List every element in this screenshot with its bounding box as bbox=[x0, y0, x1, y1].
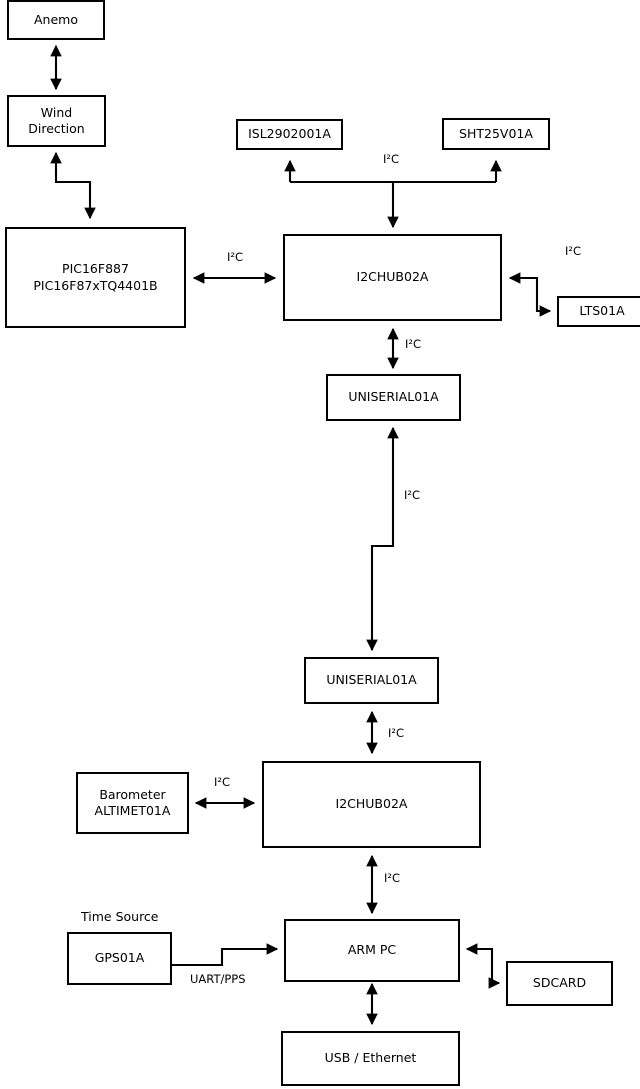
node-gps01a[interactable]: GPS01A bbox=[67, 932, 172, 985]
connector-gps-armpc bbox=[172, 943, 279, 967]
connector-hubtop-lts bbox=[508, 272, 552, 317]
label-i2c-hub-lts: I²C bbox=[565, 244, 582, 258]
node-sdcard[interactable]: SDCARD bbox=[506, 961, 613, 1006]
node-lts01a[interactable]: LTS01A bbox=[557, 296, 640, 327]
node-arm-pc[interactable]: ARM PC bbox=[284, 919, 460, 982]
node-i2chub02a-top[interactable]: I2CHUB02A bbox=[283, 234, 502, 321]
label-uart-pps: UART/PPS bbox=[190, 972, 246, 986]
connector-uniserial-link bbox=[366, 426, 399, 652]
node-isl2902001a[interactable]: ISL2902001A bbox=[236, 119, 343, 150]
label-i2c-hub-armpc: I²C bbox=[384, 871, 401, 885]
label-i2c-uniserial-link: I²C bbox=[404, 488, 421, 502]
node-i2chub02a-bottom[interactable]: I2CHUB02A bbox=[262, 761, 481, 848]
label-i2c-barometer-hub: I²C bbox=[214, 775, 231, 789]
node-anemo[interactable]: Anemo bbox=[7, 0, 105, 40]
node-usb-ethernet[interactable]: USB / Ethernet bbox=[281, 1031, 460, 1086]
label-i2c-hub-sensors: I²C bbox=[383, 152, 400, 166]
label-time-source: Time Source bbox=[81, 909, 159, 924]
node-uniserial01a-top[interactable]: UNISERIAL01A bbox=[326, 374, 461, 421]
connector-pic-wind bbox=[50, 151, 96, 220]
node-wind-direction[interactable]: Wind Direction bbox=[7, 95, 106, 147]
label-i2c-hub-uniserial: I²C bbox=[405, 337, 422, 351]
node-barometer-altimet01a[interactable]: Barometer ALTIMET01A bbox=[76, 772, 189, 834]
label-i2c-uniserial-hub: I²C bbox=[388, 726, 405, 740]
connector-armpc-sdcard bbox=[465, 943, 501, 989]
node-pic-microcontroller[interactable]: PIC16F887 PIC16F87xTQ4401B bbox=[5, 227, 186, 328]
label-i2c-pic-hub: I²C bbox=[227, 250, 244, 264]
node-sht25v01a[interactable]: SHT25V01A bbox=[442, 118, 550, 150]
node-uniserial01a-bottom[interactable]: UNISERIAL01A bbox=[304, 657, 439, 704]
